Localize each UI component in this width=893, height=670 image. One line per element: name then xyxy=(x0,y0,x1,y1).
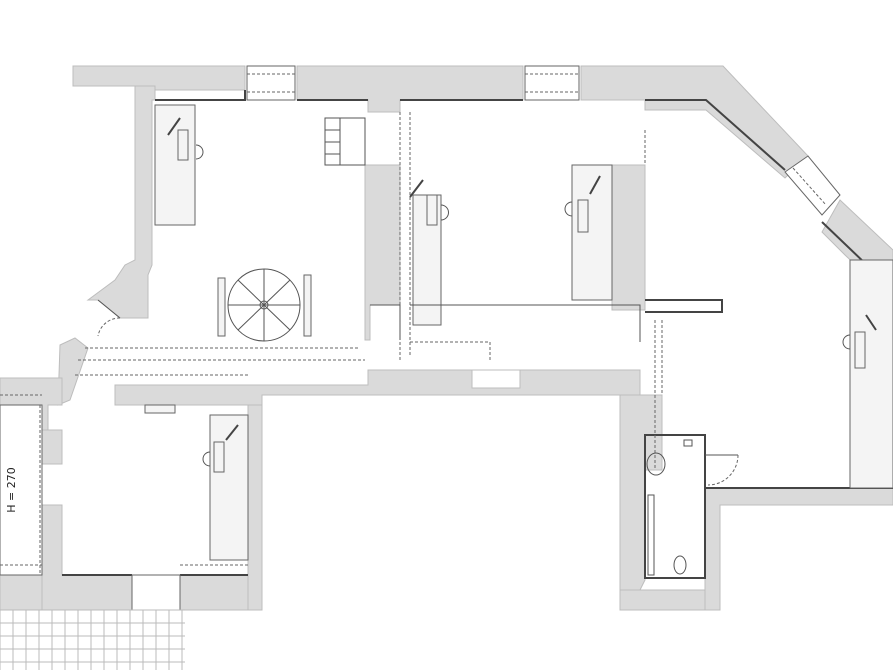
tiled-terrace xyxy=(0,609,185,670)
spiral-staircase xyxy=(217,268,312,342)
desk-room-1 xyxy=(154,104,196,226)
desk-room-4 xyxy=(209,414,249,561)
sink-icon xyxy=(646,452,666,476)
dashed-lines xyxy=(0,112,663,566)
bathroom xyxy=(646,439,693,576)
workstations xyxy=(144,104,893,561)
walls xyxy=(0,65,893,611)
doors xyxy=(97,117,739,486)
windows xyxy=(0,65,841,611)
desk-room-5 xyxy=(849,259,893,489)
toilet-icon xyxy=(673,555,687,575)
ceiling-height-label: H = 270 xyxy=(5,467,18,512)
